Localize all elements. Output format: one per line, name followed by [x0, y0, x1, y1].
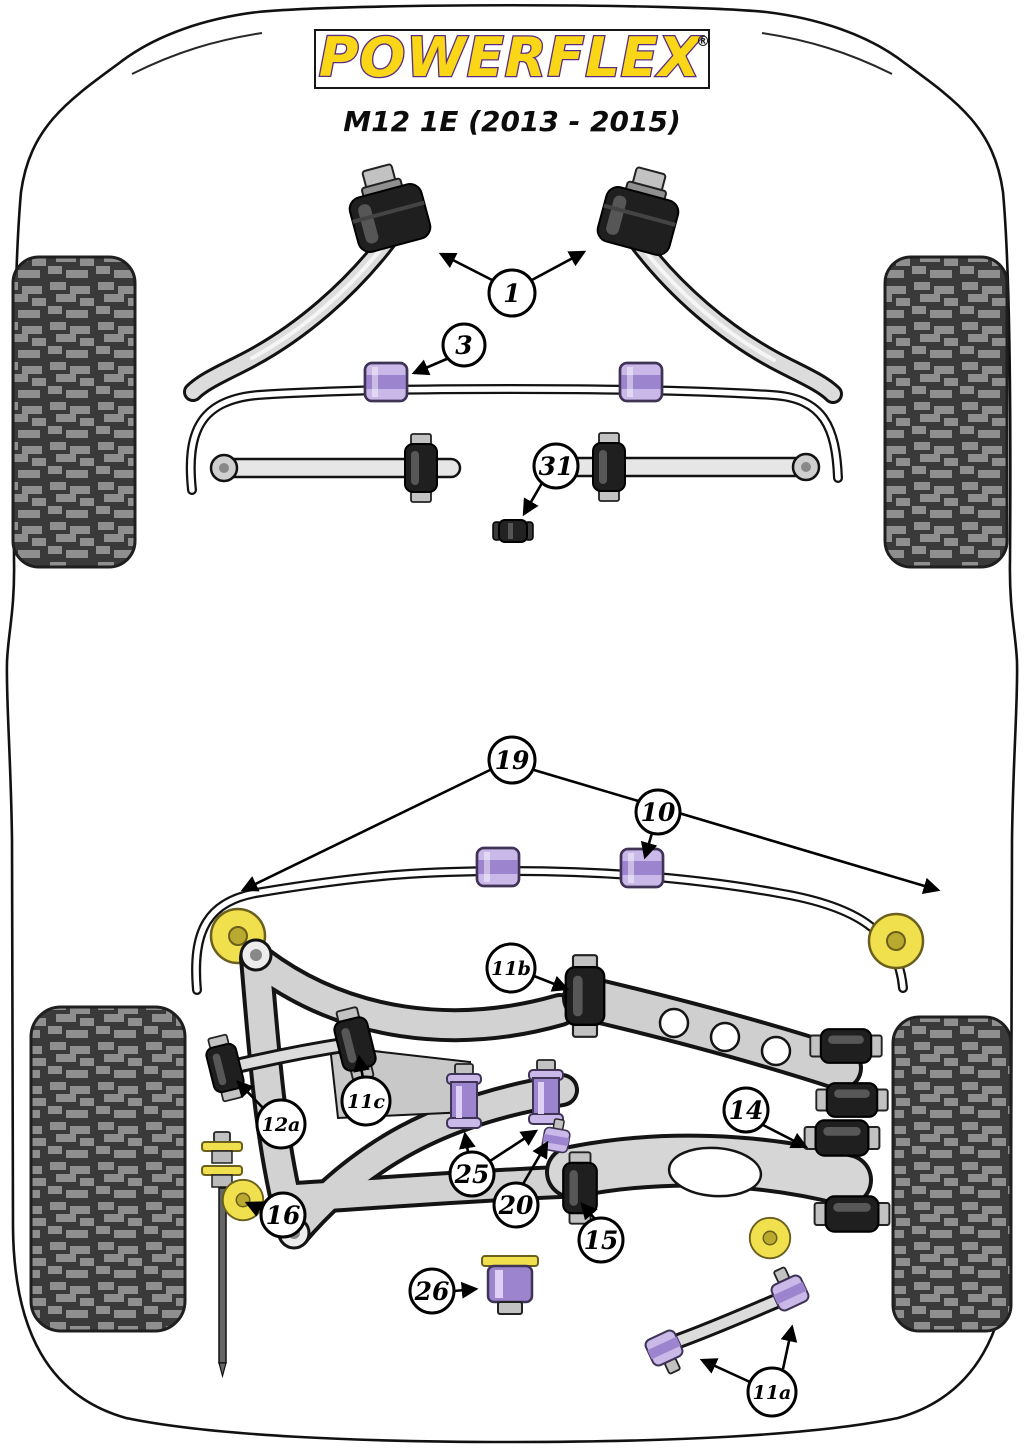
callout-20-label: 20	[498, 1191, 534, 1220]
callout-11a-label: 11a	[753, 1382, 792, 1404]
rear-purple-bush-25-left	[446, 1063, 482, 1129]
callout-31: 31	[522, 442, 580, 517]
front-anti-roll-bar	[185, 384, 843, 495]
callout-16-label: 16	[266, 1201, 301, 1230]
front-lower-link-bush-right	[592, 432, 626, 502]
rear-purple-bush-25-right	[528, 1059, 564, 1125]
rear-lower-arm-yellow-bush	[748, 1216, 792, 1260]
front-arb-bush-left	[363, 361, 409, 403]
tire-front-left	[11, 255, 137, 569]
rear-arb-bush-left	[475, 846, 521, 888]
header: POWERFLEX ® M12 1E (2013 - 2015)	[314, 25, 710, 138]
rear-lower-arm-bush-outer-bottom	[813, 1195, 891, 1233]
callout-19: 19	[240, 735, 941, 895]
rear-link-bush-outer	[201, 1032, 249, 1104]
rear-yellow-bush-right	[867, 912, 925, 970]
front-cowl-line-right	[761, 32, 893, 75]
rear-lower-arm-bush-inner	[562, 1151, 598, 1225]
callout-26-label: 26	[414, 1277, 450, 1306]
front-upper-arm-bush-right	[593, 159, 690, 260]
tire-front-right	[883, 255, 1009, 569]
callout-26: 26	[408, 1267, 479, 1315]
callouts: 1 3 31 19 10 11b 11c	[236, 250, 941, 1418]
tire-rear-left	[29, 1005, 187, 1333]
callout-11c: 11c	[340, 1054, 392, 1127]
rear-upper-arm-bush-inner	[564, 954, 606, 1039]
brand-logo-box	[314, 29, 710, 89]
tire-rear-right	[891, 1015, 1013, 1333]
callout-12a-label: 12a	[262, 1114, 301, 1136]
rear-upper-arm-bush-outer-bottom	[815, 1082, 889, 1118]
front-upper-arm-left	[183, 230, 398, 402]
callout-3: 3	[411, 322, 487, 376]
callout-11b: 11b	[485, 942, 570, 994]
rear-lower-arm-bush-outer-top	[803, 1119, 881, 1157]
rear-diff-mount-bush-26	[481, 1255, 539, 1315]
callout-16: 16	[244, 1191, 307, 1239]
callout-12a: 12a	[236, 1080, 307, 1150]
tires	[11, 255, 1013, 1333]
callout-11c-label: 11c	[347, 1091, 385, 1113]
rear-tie-bar-assembly-16	[201, 1131, 243, 1379]
front-upper-arm-bush-left	[338, 156, 435, 257]
callout-10: 10	[634, 788, 682, 860]
callout-20: 20	[492, 1140, 549, 1229]
callout-14: 14	[722, 1086, 809, 1149]
callout-10-label: 10	[641, 798, 676, 827]
front-small-bush-31	[492, 519, 534, 543]
front-suspension	[183, 156, 843, 543]
callout-1: 1	[438, 250, 587, 318]
callout-1-label: 1	[503, 279, 520, 308]
rear-lower-arm	[545, 1133, 873, 1207]
rear-link-arm	[220, 1036, 358, 1076]
rear-arb-bush-right	[619, 847, 665, 889]
callout-15: 15	[577, 1202, 625, 1264]
rear-toe-arm	[662, 1289, 794, 1352]
callout-25-label: 25	[454, 1160, 490, 1189]
callout-25: 25	[448, 1129, 539, 1198]
model-title: M12 1E (2013 - 2015)	[343, 105, 681, 138]
rear-subframe	[239, 938, 579, 1250]
front-upper-arm-right	[628, 232, 843, 404]
callout-3-label: 3	[455, 331, 472, 360]
front-lower-link-left	[209, 453, 462, 483]
brand-logo-text: POWERFLEX	[319, 26, 703, 89]
rear-upper-arm-bush-outer-top	[809, 1028, 883, 1064]
callout-11b-label: 11b	[491, 958, 531, 980]
rear-suspension	[191, 846, 925, 1380]
callout-19-label: 19	[495, 746, 530, 775]
car-body-outline	[5, 3, 1019, 1444]
callout-15-label: 15	[584, 1226, 619, 1255]
rear-upper-arm	[562, 975, 863, 1091]
brand-registered-mark: ®	[696, 34, 710, 50]
front-lower-link-bush-left	[404, 433, 438, 503]
callout-31-label: 31	[539, 452, 574, 481]
rear-subframe-yellow-ring	[221, 1178, 265, 1222]
callout-11a: 11a	[699, 1324, 798, 1418]
callout-14-label: 14	[729, 1096, 764, 1125]
front-arb-bush-right	[618, 361, 664, 403]
front-cowl-line-left	[131, 32, 263, 75]
